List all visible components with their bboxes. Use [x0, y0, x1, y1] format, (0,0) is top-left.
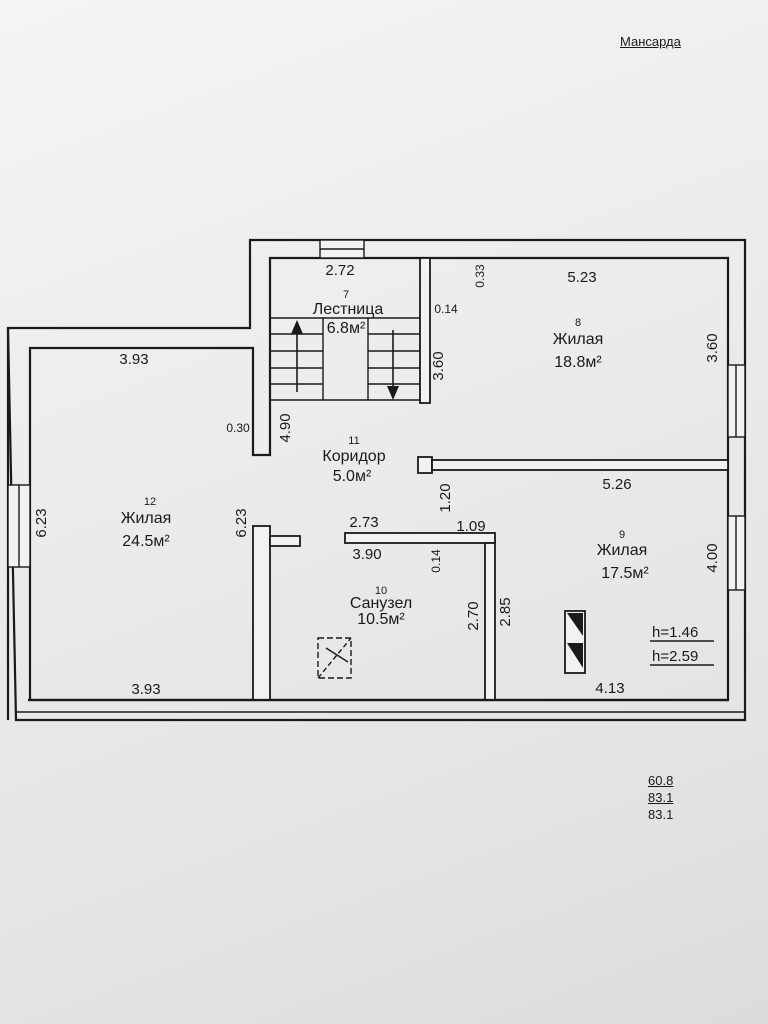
- room-number: 8: [575, 317, 581, 329]
- dim-bath-top-right: 1.09: [456, 518, 485, 535]
- room-name: Коридор: [322, 448, 385, 465]
- room-number: 10: [375, 585, 387, 597]
- dim-stair-top: 2.72: [325, 262, 354, 279]
- room-number: 11: [348, 435, 359, 447]
- room-area: 5.0м²: [333, 468, 372, 485]
- dim-stair-wall: 0.14: [434, 302, 458, 316]
- room-name: Санузел: [350, 595, 412, 612]
- room-number: 12: [144, 496, 156, 508]
- room-name: Жилая: [121, 510, 172, 527]
- room-area: 18.8м²: [554, 354, 602, 371]
- room-9: 9 Жилая 17.5м²: [597, 529, 650, 582]
- total-living-area: 60.8: [648, 773, 674, 788]
- floor-title: Мансарда: [620, 34, 681, 49]
- dim-wall-030: 0.30: [226, 421, 250, 435]
- dim-room8-top: 5.23: [567, 269, 596, 286]
- dim-room9-left: 2.85: [497, 597, 514, 626]
- stair-arrows: [291, 320, 399, 400]
- dim-corridor-left: 4.90: [277, 413, 294, 442]
- room-8: 8 Жилая 18.8м²: [553, 317, 604, 371]
- dim-bath-wall: 0.14: [429, 549, 443, 573]
- room-name: Жилая: [553, 331, 604, 348]
- height-low: h=1.46: [652, 624, 698, 641]
- dim-room12-left: 6.23: [33, 508, 50, 537]
- total-area-repeat: 83.1: [648, 807, 674, 822]
- ceiling-heights: h=1.46 h=2.59: [652, 624, 698, 665]
- room-name: Лестница: [313, 301, 384, 318]
- room-name: Жилая: [597, 542, 648, 559]
- dim-stair-top-gap: 0.33: [473, 264, 487, 288]
- dim-bath-right: 2.70: [465, 601, 482, 630]
- room-area: 24.5м²: [122, 533, 170, 550]
- room-number: 9: [619, 529, 625, 541]
- total-area: 83.1: [648, 790, 674, 805]
- chimney-icon: [564, 610, 586, 674]
- room-7: 7 Лестница 6.8м²: [313, 289, 384, 337]
- room-11: 11 Коридор 5.0м²: [322, 435, 385, 485]
- room-area: 6.8м²: [327, 320, 366, 337]
- dim-room9-right: 4.00: [704, 543, 721, 572]
- room-12: 12 Жилая 24.5м²: [121, 496, 172, 550]
- dimension-labels: 2.72 0.33 5.23 0.14 3.60 3.60 3.93 0.30 …: [33, 262, 721, 698]
- room-10: 10 Санузел 10.5м²: [350, 585, 412, 628]
- dim-room12-right: 6.23: [233, 508, 250, 537]
- dim-stair-height: 3.60: [430, 351, 447, 380]
- dim-bath-top: 2.73: [349, 514, 378, 531]
- room-area: 17.5м²: [601, 565, 649, 582]
- ventilation-icon: [317, 637, 352, 679]
- dim-room9-top: 5.26: [602, 476, 631, 493]
- height-box: [650, 640, 714, 666]
- dim-bath-inner: 3.90: [352, 546, 381, 563]
- dim-room9-bottom: 4.13: [595, 680, 624, 697]
- windows: [7, 239, 746, 591]
- area-totals: 60.8 83.1 83.1: [648, 772, 673, 823]
- dim-room8-right: 3.60: [704, 333, 721, 362]
- dim-room12-top: 3.93: [119, 351, 148, 368]
- dim-room12-bottom: 3.93: [131, 681, 160, 698]
- room-area: 10.5м²: [357, 611, 405, 628]
- room-number: 7: [343, 289, 349, 301]
- height-high: h=2.59: [652, 648, 698, 665]
- dim-corridor-door: 1.20: [437, 483, 454, 512]
- interior-walls: [16, 257, 745, 713]
